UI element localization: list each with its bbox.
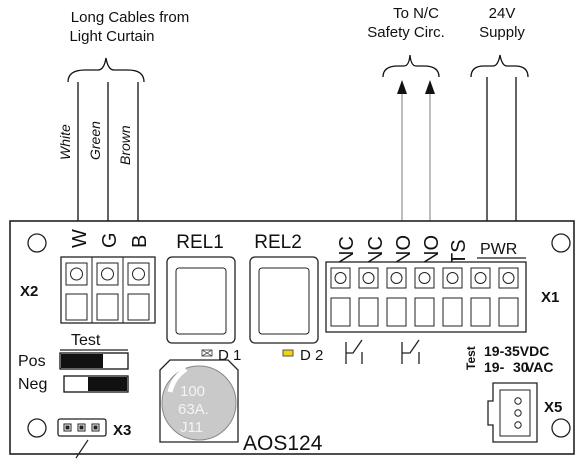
x2-pin-b: B — [129, 235, 151, 248]
x2-pin-w: W — [69, 229, 91, 248]
voltage-ac-value: 30 — [513, 359, 529, 375]
x2-label: X2 — [20, 283, 38, 300]
x2-terminal-block — [60, 256, 156, 324]
supply-title-line2: Supply — [479, 24, 525, 41]
x3-label: X3 — [113, 422, 131, 439]
x3-leader-line — [75, 439, 89, 459]
cables-title-line1: Long Cables from — [71, 9, 189, 26]
model-label: AOS124 — [243, 432, 323, 455]
wire-label-green: Green — [87, 121, 103, 160]
x1-label: X1 — [541, 289, 559, 306]
wire-label-white: White — [57, 124, 73, 160]
nc-title-line1: To N/C — [393, 5, 439, 22]
x1-pin-no-2: NO — [421, 235, 443, 265]
x5-label: X5 — [544, 399, 562, 416]
voltage-ac-unit: VAC — [525, 359, 554, 375]
nc-title-line2: Safety Circ. — [367, 24, 445, 41]
x2-pin-g: G — [99, 232, 121, 248]
nc-arrow-2 — [425, 80, 435, 94]
neg-switch[interactable] — [63, 375, 129, 393]
x5-connector — [487, 382, 538, 443]
mounting-hole-bottom-right — [551, 418, 571, 438]
x1-pin-nc-1: NC — [336, 236, 358, 265]
x1-pin-no-1: NO — [393, 235, 415, 265]
neg-label: Neg — [18, 376, 47, 393]
no-contact-symbol — [401, 339, 420, 364]
rel2-label: REL2 — [254, 232, 302, 253]
supply-brace — [470, 54, 529, 78]
pos-switch[interactable] — [59, 352, 129, 370]
supply-title-line1: 24V — [489, 5, 516, 22]
nc-contact-symbol — [345, 339, 363, 364]
voltage-dc: 19-35VDC — [484, 343, 549, 359]
nc-arrow-1 — [397, 80, 407, 94]
cables-title-line2: Light Curtain — [69, 28, 154, 45]
x1-pin-ts: TS — [448, 239, 470, 265]
capacitor-rating: 63A. — [178, 401, 209, 418]
pwr-label: PWR — [480, 241, 517, 258]
d2-led — [282, 349, 294, 357]
rel1-label: REL1 — [176, 232, 224, 253]
rel1-relay — [166, 256, 236, 344]
pos-label: Pos — [18, 353, 46, 370]
mounting-hole-bottom-left — [27, 418, 47, 438]
mounting-hole-top-right — [551, 233, 571, 253]
d2-label: D 2 — [300, 347, 323, 364]
voltage-ac-prefix: 19- — [484, 359, 505, 375]
rel2-relay — [249, 256, 319, 344]
cables-brace — [67, 57, 145, 83]
x1-pin-nc-2: NC — [365, 236, 387, 265]
nc-brace — [382, 54, 440, 78]
test-title: Test — [71, 332, 101, 349]
capacitor-code: J11 — [180, 419, 203, 436]
capacitor-value: 100 — [180, 383, 205, 400]
x3-connector — [57, 418, 107, 437]
wire-label-brown: Brown — [117, 125, 133, 165]
x1-terminal-block — [325, 261, 527, 333]
mounting-hole-top-left — [27, 233, 47, 253]
capacitor — [159, 359, 239, 443]
test-vertical-label: Test — [464, 346, 478, 370]
